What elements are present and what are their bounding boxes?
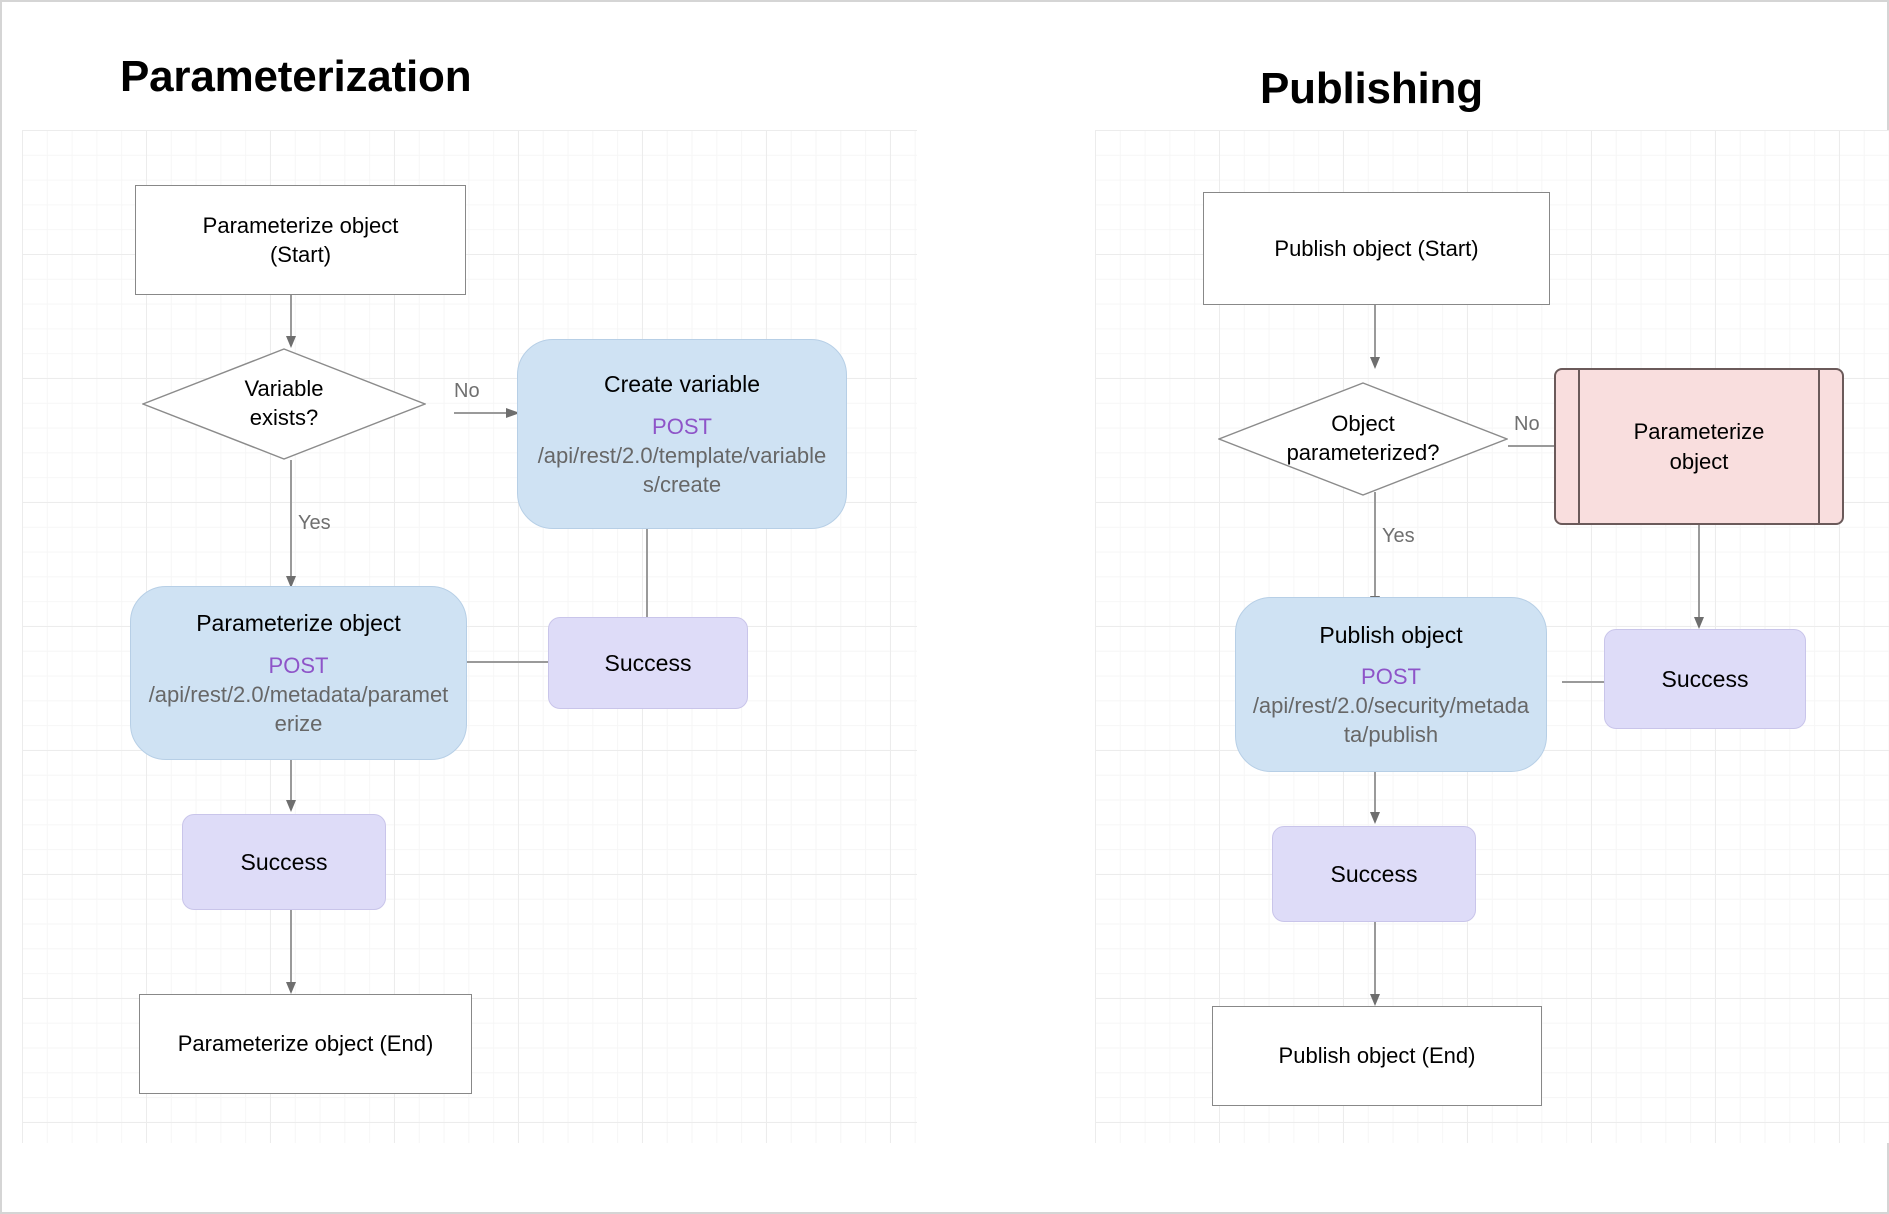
subprocess-left-bar: [1578, 370, 1580, 523]
connector-publish-to-success-right: [1562, 681, 1606, 683]
connector-publish-to-success-left: [1370, 764, 1380, 824]
node-object-parameterized-decision[interactable]: Object parameterized?: [1218, 382, 1508, 496]
api-path: /api/rest/2.0/metadata/parameterize: [148, 681, 449, 736]
connector-success-to-end-right: [1370, 922, 1380, 1006]
connector-start-to-decision-left: [286, 294, 296, 348]
node-parameterize-object-subprocess[interactable]: Parameterize object: [1554, 368, 1844, 525]
node-label: Success: [1330, 860, 1418, 887]
node-parameterize-object-start[interactable]: Parameterize object (Start): [135, 185, 466, 295]
edge-label-yes-right: Yes: [1382, 525, 1415, 547]
subprocess-right-bar: [1818, 370, 1820, 523]
node-label: Success: [240, 848, 328, 875]
node-title: Parameterize object: [196, 610, 401, 637]
node-label: Success: [1661, 665, 1749, 692]
node-label: Object parameterized?: [1286, 411, 1440, 465]
node-label: Parameterize object: [1633, 419, 1765, 474]
node-parameterize-object[interactable]: Parameterize object POST /api/rest/2.0/m…: [130, 586, 467, 760]
edge-label-no-right: No: [1514, 413, 1540, 435]
api-path: /api/rest/2.0/template/variables/create: [537, 442, 827, 497]
api-path: /api/rest/2.0/security/metadata/publish: [1252, 693, 1530, 748]
connector-parameterize-to-success-right: [464, 661, 552, 663]
http-method: POST: [1361, 664, 1421, 690]
panel-title-parameterization: Parameterization: [120, 52, 472, 101]
connector-start-to-decision-right: [1370, 305, 1380, 369]
diamond-shape: [1218, 382, 1508, 496]
node-label: Parameterize object (End): [177, 1031, 434, 1057]
node-success-publish[interactable]: Success: [1272, 826, 1476, 922]
node-title: Publish object: [1319, 621, 1463, 648]
node-success-create-variable[interactable]: Success: [548, 617, 748, 709]
node-publish-object-start[interactable]: Publish object (Start): [1203, 192, 1550, 305]
grid-background-parameterization: [22, 130, 917, 1143]
node-publish-object-end[interactable]: Publish object (End): [1212, 1006, 1542, 1106]
http-method: POST: [268, 652, 329, 678]
edge-label-yes-left: Yes: [298, 512, 331, 534]
node-variable-exists-decision[interactable]: Variable exists?: [142, 348, 426, 460]
node-success-parameterize[interactable]: Success: [182, 814, 386, 910]
node-create-variable[interactable]: Create variable POST /api/rest/2.0/templ…: [517, 339, 847, 529]
node-label: Variable exists?: [244, 376, 324, 430]
node-label: Publish object (End): [1278, 1043, 1476, 1069]
diamond-shape: [142, 348, 426, 460]
connector-decision-to-create-variable: [454, 408, 520, 418]
http-method: POST: [652, 413, 712, 439]
node-label: Success: [604, 649, 692, 676]
connector-decision-to-publish: [1370, 492, 1380, 608]
node-title: Create variable: [604, 371, 760, 398]
node-success-subprocess[interactable]: Success: [1604, 629, 1806, 729]
node-publish-object[interactable]: Publish object POST /api/rest/2.0/securi…: [1235, 597, 1547, 772]
connector-parameterize-to-success-left: [286, 752, 296, 812]
node-label: Publish object (Start): [1274, 235, 1479, 261]
panel-title-publishing: Publishing: [1260, 64, 1483, 113]
connector-decision-to-parameterize: [286, 460, 296, 588]
connector-subprocess-to-success: [1694, 525, 1704, 629]
edge-label-no-left: No: [454, 380, 480, 402]
node-label: Parameterize object (Start): [202, 212, 399, 267]
node-parameterize-object-end[interactable]: Parameterize object (End): [139, 994, 472, 1094]
connector-success-to-end-left: [286, 910, 296, 994]
